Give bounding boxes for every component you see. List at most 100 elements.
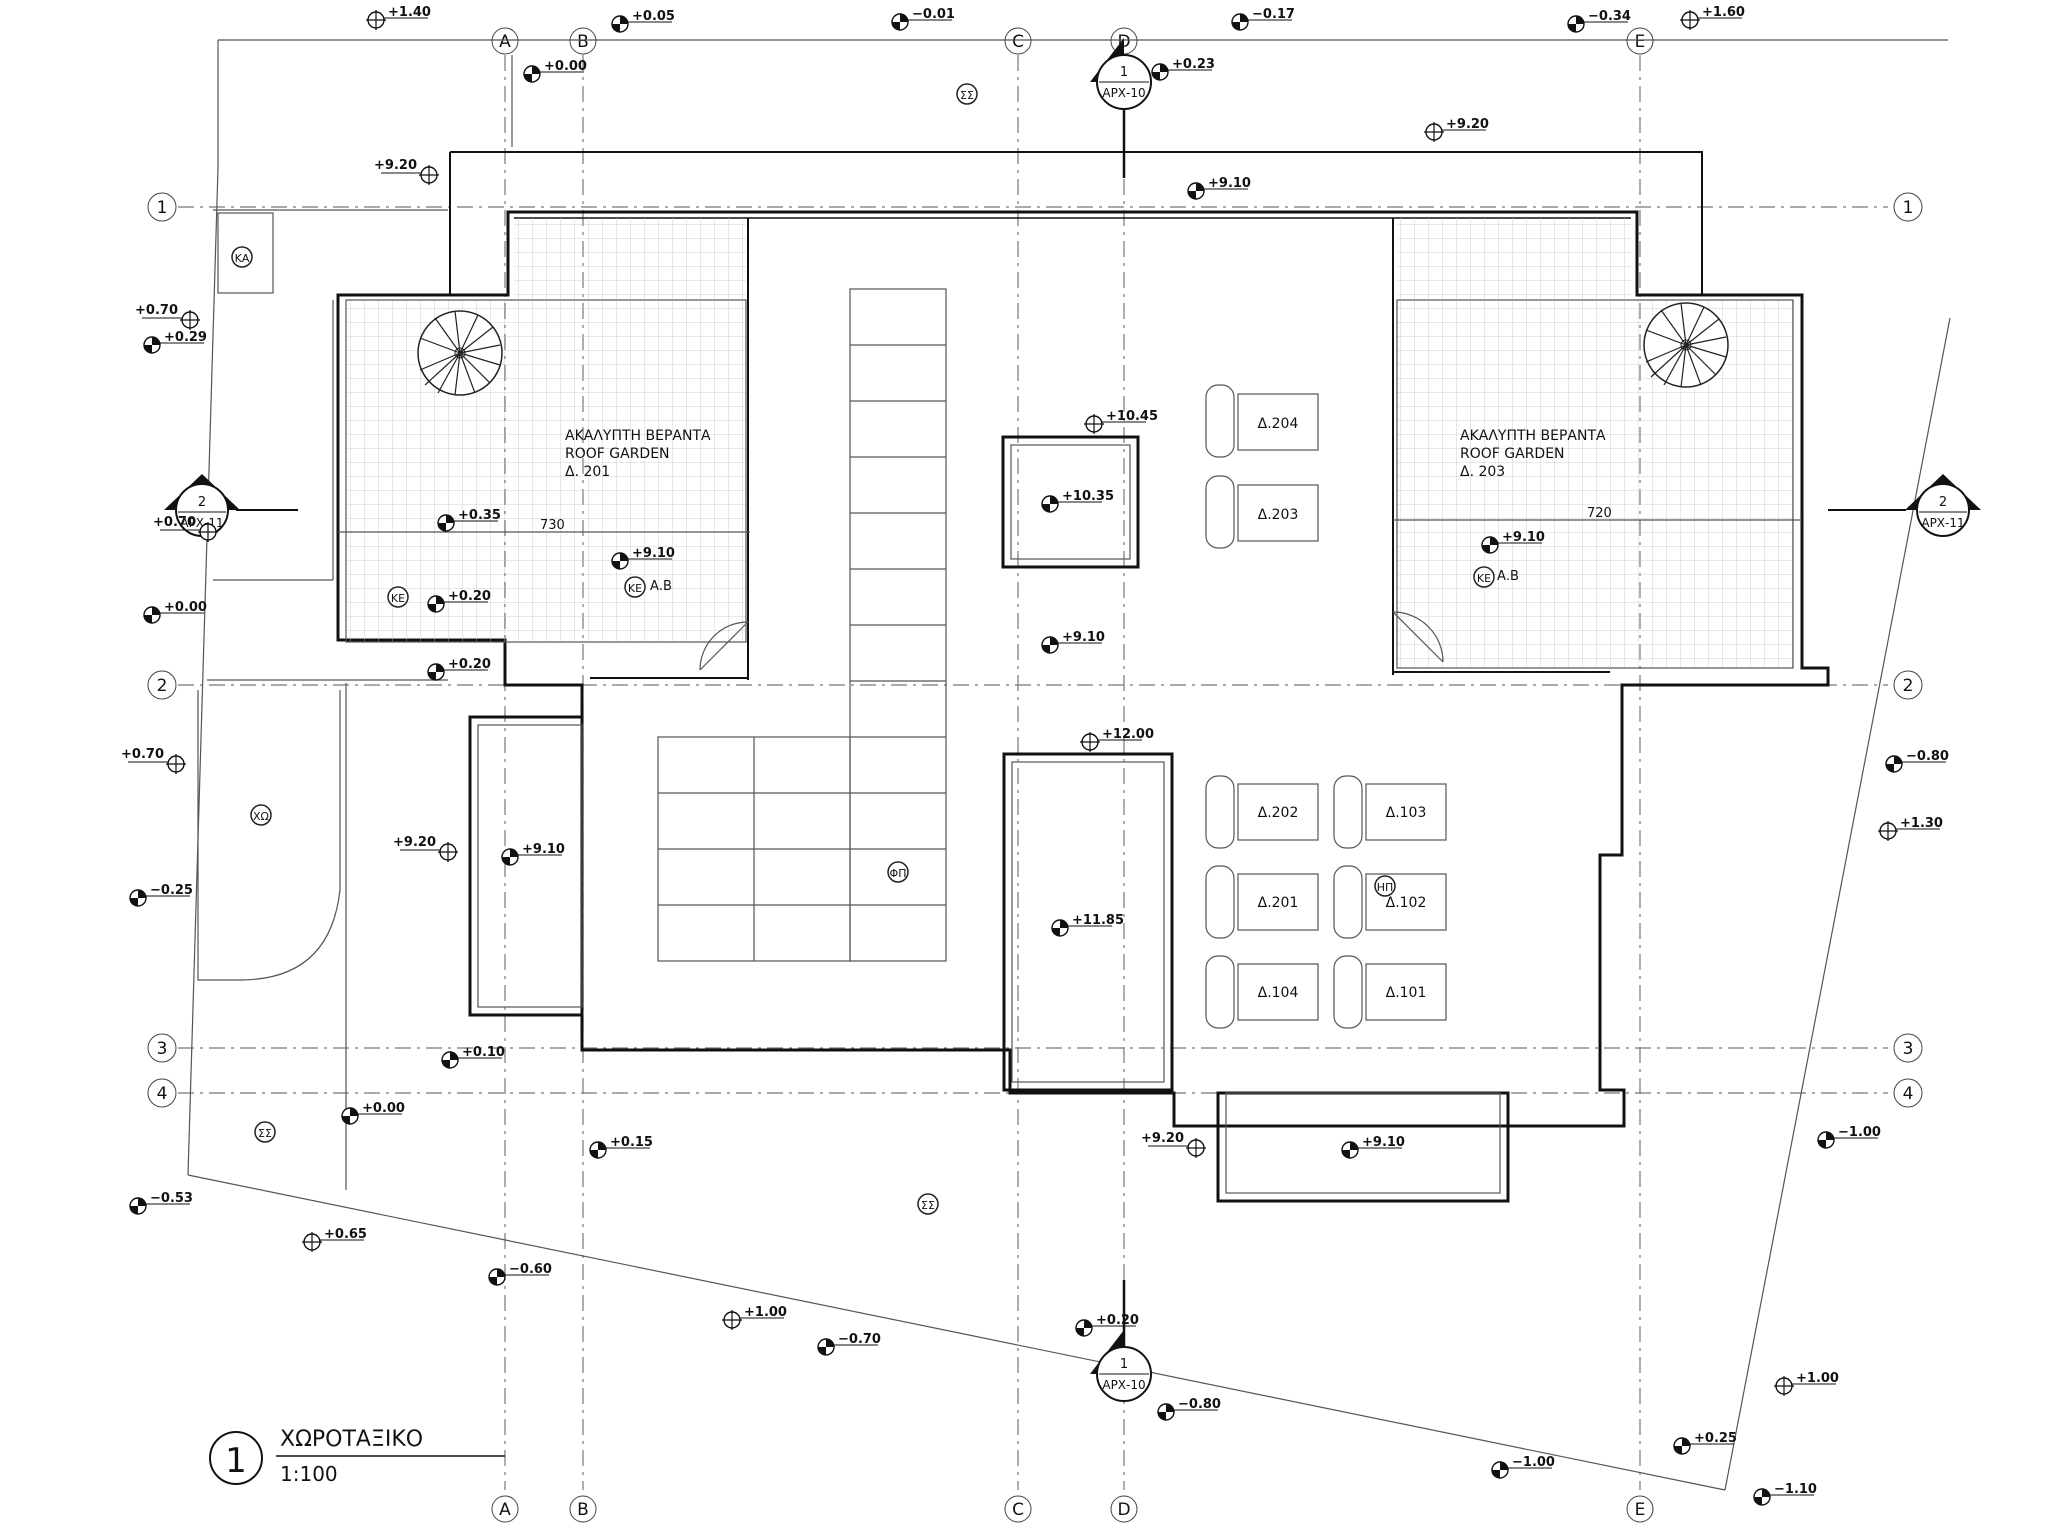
level-value: −0.53 (150, 1191, 193, 1206)
level-marker: −0.80 (1885, 749, 1949, 773)
level-value: +1.60 (1702, 5, 1745, 20)
svg-text:3: 3 (1903, 1039, 1914, 1059)
title-block: 1 ΧΩΡΟΤΑΞΙΚΟ 1:100 (209, 1427, 505, 1486)
grid-bubble-e-top: E (1626, 27, 1654, 55)
level-marker: +0.15 (589, 1135, 653, 1159)
level-value: +10.35 (1062, 489, 1114, 504)
level-marker: +1.00 (1774, 1371, 1839, 1396)
ac-unit-d104: Δ.104 (1205, 955, 1319, 1029)
svg-text:720: 720 (1587, 506, 1612, 521)
level-value: +12.00 (1102, 727, 1154, 742)
level-value: +9.20 (1141, 1131, 1184, 1146)
svg-text:ΑΡΧ-11: ΑΡΧ-11 (1921, 516, 1964, 530)
terrace-label-right: ΑΚΑΛΥΠΤΗ ΒΕΡΑΝΤΑ ROOF GARDEN Δ. 203 720 … (1460, 428, 1612, 584)
level-filled-symbol (523, 65, 541, 83)
level-value: +0.20 (448, 657, 491, 672)
tag-ss-top: ΣΣ (956, 83, 978, 105)
terrace-label-left: ΑΚΑΛΥΠΤΗ ΒΕΡΑΝΤΑ ROOF GARDEN Δ. 201 730 … (540, 428, 711, 594)
svg-text:ROOF GARDEN: ROOF GARDEN (1460, 446, 1565, 462)
section-marker-top: 1 ΑΡΧ-10 (1090, 38, 1152, 178)
level-marker: −0.53 (129, 1191, 193, 1215)
level-value: +0.70 (153, 515, 196, 530)
level-filled-symbol (611, 552, 629, 570)
section-markers: 1 ΑΡΧ-10 1 ΑΡΧ-10 2 ΑΡΧ-11 2 ΑΡΧ-11 (164, 38, 1981, 1402)
level-marker: −0.60 (488, 1262, 552, 1286)
level-value: +1.40 (388, 5, 431, 20)
svg-text:ΚΕ: ΚΕ (1477, 572, 1491, 585)
level-filled-symbol (143, 606, 161, 624)
svg-text:ΑΡΧ-10: ΑΡΧ-10 (1102, 1378, 1145, 1392)
level-value: −0.25 (150, 883, 193, 898)
svg-text:ΗΠ: ΗΠ (1377, 881, 1394, 894)
grid-bubble-e-bottom: E (1626, 1495, 1654, 1523)
terrace-paving-right (1396, 299, 1794, 669)
terrace-paving-right-upper (1397, 218, 1631, 300)
grid-bubbles-left: 1 2 3 4 (147, 192, 177, 1108)
level-filled-symbol (1151, 63, 1169, 81)
tag-ke-left: ΚΕ (387, 586, 409, 608)
spiral-stair-right (1643, 302, 1729, 388)
section-marker-bottom: 1 ΑΡΧ-10 (1090, 1280, 1152, 1402)
level-open-symbol (722, 1310, 742, 1330)
ac-units: Δ.204 Δ.203 Δ.202 Δ.103 Δ.201 Δ.102 Δ.10… (1205, 384, 1447, 1029)
tag-hp: ΗΠ (1374, 875, 1396, 897)
svg-text:2: 2 (1903, 676, 1914, 696)
level-value: −0.34 (1588, 9, 1631, 24)
level-marker: +0.65 (302, 1227, 367, 1252)
grid-bubble-3-left: 3 (147, 1033, 177, 1063)
svg-text:4: 4 (157, 1084, 168, 1104)
tag-ss-bottom: ΣΣ (917, 1193, 939, 1215)
level-marker: −1.00 (1491, 1455, 1555, 1479)
level-filled-symbol (1231, 13, 1249, 31)
level-value: +0.10 (462, 1045, 505, 1060)
level-marker: +12.00 (1080, 727, 1154, 752)
level-value: +0.23 (1172, 57, 1215, 72)
tag-ka: ΚΑ (231, 246, 253, 268)
level-value: +9.10 (1362, 1135, 1405, 1150)
level-value: +0.20 (1096, 1313, 1139, 1328)
level-marker: +9.10 (1187, 176, 1251, 200)
level-value: +0.05 (632, 9, 675, 24)
level-marker: +9.10 (1041, 630, 1105, 654)
level-open-symbol (1186, 1138, 1206, 1158)
level-markers: +1.40 +0.05 −0.01 −0.17 −0.34 +1.60 +0.0… (121, 5, 1949, 1506)
level-open-symbol (1080, 732, 1100, 752)
grid-bubble-b-top: B (569, 27, 597, 55)
grid-bubble-2-left: 2 (147, 670, 177, 700)
level-filled-symbol (1885, 755, 1903, 773)
level-value: +11.85 (1072, 913, 1124, 928)
svg-text:2: 2 (198, 495, 206, 510)
level-filled-symbol (1673, 1437, 1691, 1455)
level-value: −0.01 (912, 7, 955, 22)
level-open-symbol (1084, 414, 1104, 434)
level-filled-symbol (427, 663, 445, 681)
level-filled-symbol (1041, 636, 1059, 654)
svg-text:Δ.101: Δ.101 (1386, 985, 1427, 1001)
ac-unit-d202: Δ.202 (1205, 775, 1319, 849)
svg-text:ΣΣ: ΣΣ (258, 1127, 272, 1140)
svg-text:Δ.204: Δ.204 (1258, 416, 1299, 432)
level-marker: +9.20 (393, 835, 458, 862)
level-marker: +9.10 (1341, 1135, 1405, 1159)
svg-text:Δ.102: Δ.102 (1386, 895, 1427, 911)
grid-bubble-a-top: A (491, 27, 519, 55)
svg-text:A: A (499, 32, 511, 52)
svg-text:C: C (1012, 1500, 1024, 1520)
svg-text:Δ.202: Δ.202 (1258, 805, 1299, 821)
level-filled-symbol (1041, 495, 1059, 513)
svg-text:C: C (1012, 32, 1024, 52)
grid-bubbles-top: A B C D E (491, 27, 1654, 55)
level-filled-symbol (891, 13, 909, 31)
level-value: +0.20 (448, 589, 491, 604)
level-open-symbol (1774, 1376, 1794, 1396)
svg-text:730: 730 (540, 518, 565, 533)
grid-bubble-2-right: 2 (1893, 670, 1923, 700)
tag-fp: ΦΠ (887, 861, 909, 883)
level-filled-symbol (1753, 1488, 1771, 1506)
svg-text:ΚΕ: ΚΕ (628, 582, 642, 595)
level-filled-symbol (441, 1051, 459, 1069)
section-marker-right: 2 ΑΡΧ-11 (1828, 474, 1981, 537)
grid-bubble-4-right: 4 (1893, 1078, 1923, 1108)
level-marker: +0.35 (437, 508, 501, 532)
